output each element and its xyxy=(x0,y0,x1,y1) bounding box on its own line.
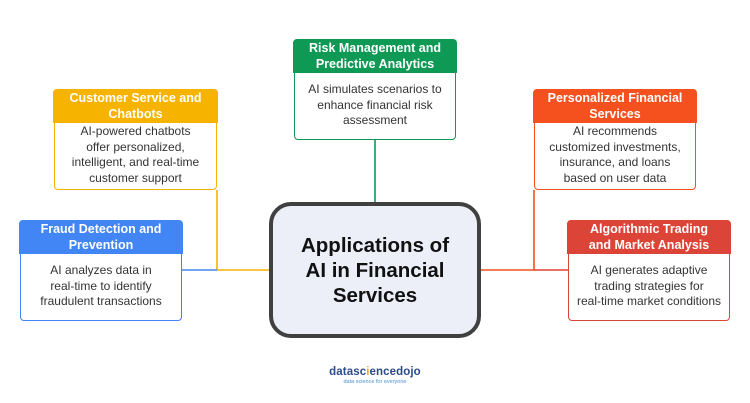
node-personalized-title: Personalized Financial Services xyxy=(533,89,697,124)
logo-part-data: data xyxy=(329,366,354,378)
central-topic-title: Applications of AI in Financial Services xyxy=(300,233,450,307)
node-risk-management: Risk Management and Predictive Analytics… xyxy=(293,39,457,140)
node-customer-title: Customer Service and Chatbots xyxy=(53,89,218,124)
central-topic: Applications of AI in Financial Services xyxy=(269,202,481,338)
logo-part-ence: ence xyxy=(369,366,397,378)
connector-customer xyxy=(216,190,269,271)
node-fraud-title: Fraud Detection and Prevention xyxy=(19,220,183,255)
node-algorithmic-trading: Algorithmic Trading and Market Analysis … xyxy=(567,220,731,321)
logo-part-i: i xyxy=(366,366,370,378)
node-trading-text: AI generates adaptive trading strategies… xyxy=(576,263,722,309)
node-personalized-text: AI recommends customized investments, in… xyxy=(549,124,681,185)
datasciencedojo-logo: datasciencedojo data science for everyon… xyxy=(300,366,450,386)
node-fraud-text: AI analyzes data in real-time to identif… xyxy=(40,263,162,309)
logo-part-sc: sc xyxy=(353,366,367,378)
logo-tagline: data science for everyone xyxy=(343,379,407,385)
logo-part-dojo: dojo xyxy=(396,366,421,378)
node-customer-text: AI-powered chatbots offer personalized, … xyxy=(71,124,200,185)
node-trading-title: Algorithmic Trading and Market Analysis xyxy=(567,220,731,255)
node-customer-service: Customer Service and Chatbots AI-powered… xyxy=(53,89,218,190)
node-fraud-detection: Fraud Detection and Prevention AI analyz… xyxy=(19,220,183,321)
node-personalized-services: Personalized Financial Services AI recom… xyxy=(533,89,697,190)
node-risk-text: AI simulates scenarios to enhance financ… xyxy=(308,82,442,128)
node-risk-title: Risk Management and Predictive Analytics xyxy=(293,39,457,74)
logo-wordmark: datasciencedojo xyxy=(300,366,450,379)
connector-personalized xyxy=(481,190,535,271)
